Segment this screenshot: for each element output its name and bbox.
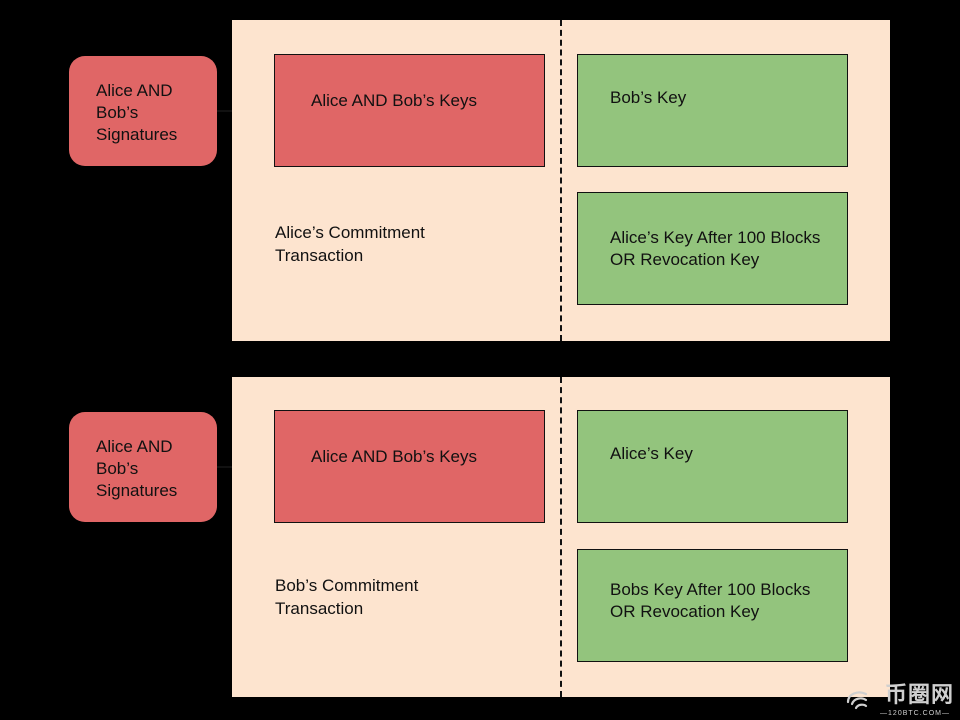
bob-commitment-output-alice-key: Alice’s Key xyxy=(577,410,848,523)
multisig-label: Alice AND Bob’s Keys xyxy=(311,91,477,110)
alice-commitment-output-bob-key: Bob’s Key xyxy=(577,54,848,167)
input-output-divider xyxy=(560,20,562,341)
alice-commitment-output-alice-timelock: Alice’s Key After 100 Blocks OR Revocati… xyxy=(577,192,848,305)
output-label: Bobs Key After 100 Blocks OR Revocation … xyxy=(610,580,811,621)
alice-commitment-multisig-box: Alice AND Bob’s Keys xyxy=(274,54,545,167)
bob-commitment-multisig-box: Alice AND Bob’s Keys xyxy=(274,410,545,523)
bob-commitment-signatures-node: Alice AND Bob’s Signatures xyxy=(69,412,217,522)
watermark-text: 币圈网 xyxy=(884,682,954,707)
output-label: Alice’s Key xyxy=(610,444,693,463)
multisig-label: Alice AND Bob’s Keys xyxy=(311,447,477,466)
signatures-label: Alice AND Bob’s Signatures xyxy=(96,437,178,500)
watermark-subtext: —120BTC.COM— xyxy=(880,710,950,717)
output-label: Alice’s Key After 100 Blocks OR Revocati… xyxy=(610,228,821,269)
bob-commitment-output-bob-timelock: Bobs Key After 100 Blocks OR Revocation … xyxy=(577,549,848,662)
alice-commitment-transaction-label: Alice’s Commitment Transaction xyxy=(275,223,425,265)
signatures-label: Alice AND Bob’s Signatures xyxy=(96,81,178,144)
alice-commitment-signatures-node: Alice AND Bob’s Signatures xyxy=(69,56,217,166)
output-label: Bob’s Key xyxy=(610,88,687,107)
alice-commitment-transaction-panel: Alice AND Bob’s Keys Alice’s Commitment … xyxy=(232,20,890,341)
input-output-divider xyxy=(560,377,562,697)
watermark: 币圈网 —120BTC.COM— xyxy=(844,682,954,718)
bob-commitment-transaction-panel: Alice AND Bob’s Keys Bob’s Commitment Tr… xyxy=(232,377,890,697)
swirl-logo-icon xyxy=(846,691,868,710)
bob-commitment-transaction-label: Bob’s Commitment Transaction xyxy=(275,576,419,618)
